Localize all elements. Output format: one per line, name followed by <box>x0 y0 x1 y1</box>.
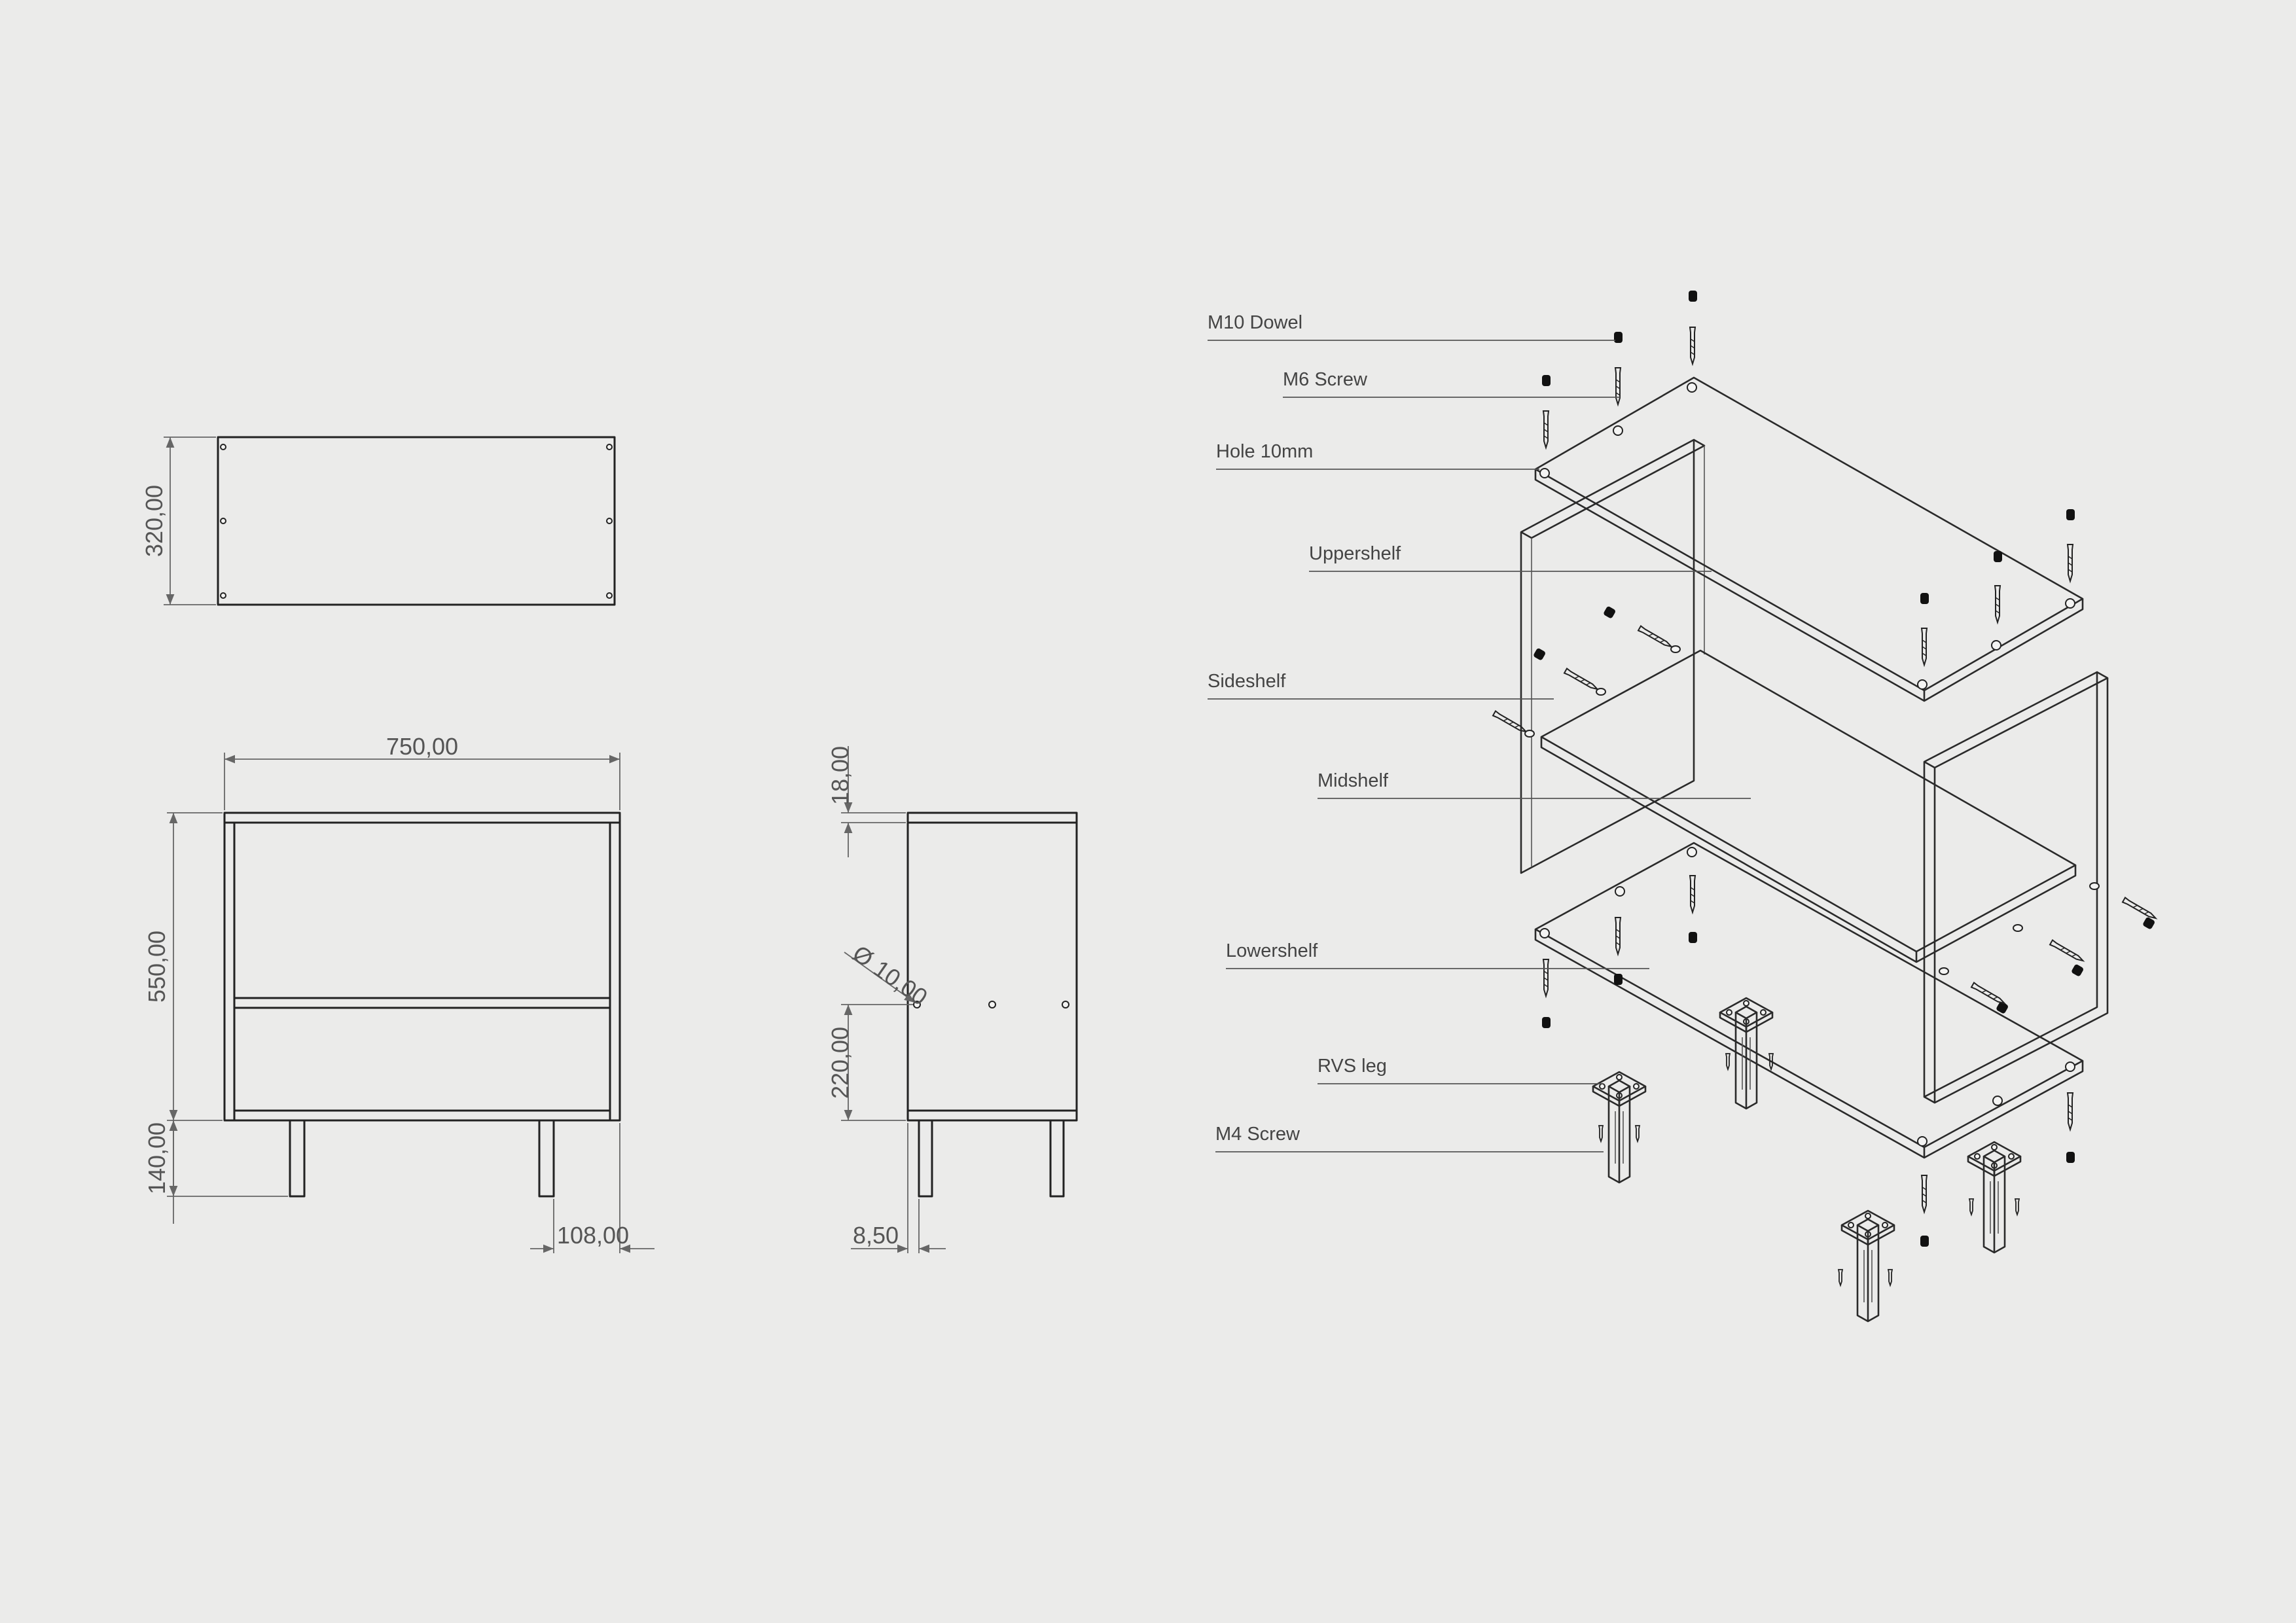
diameter-symbol: Ø <box>848 940 878 972</box>
width-label: 750,00 <box>386 733 458 760</box>
label-m10-dowel: M10 Dowel <box>1208 312 1302 333</box>
label-hole: Hole 10mm <box>1216 441 1313 462</box>
lowershelf-panel <box>1534 842 2084 1159</box>
exploded-view: M10 Dowel M6 Screw Hole 10mm Uppershelf … <box>1208 291 2158 1323</box>
part-labels: M10 Dowel M6 Screw Hole 10mm Uppershelf … <box>1208 312 1401 1145</box>
label-sideshelf: Sideshelf <box>1208 671 1286 692</box>
front-view: 750,00 550,00 140,00 108,00 <box>143 733 655 1253</box>
height-label: 550,00 <box>143 931 170 1003</box>
leg-offset-label: 108,00 <box>557 1222 629 1249</box>
sideshelf-right <box>1923 671 2109 1104</box>
dowels <box>1534 291 2155 1247</box>
side-holes <box>1524 645 2100 975</box>
m6-screws <box>1492 327 2158 1213</box>
m4-screws <box>1598 1053 2020 1286</box>
midshelf-panel <box>1540 649 2077 963</box>
label-m6-screw: M6 Screw <box>1283 369 1368 390</box>
side-offset-label: 8,50 <box>853 1222 899 1249</box>
label-midshelf: Midshelf <box>1318 770 1389 791</box>
top-view: 320,00 <box>141 436 616 606</box>
leader-lines <box>1208 340 1751 1152</box>
thickness-label: 18,00 <box>827 746 853 805</box>
leg-height-label: 140,00 <box>143 1122 170 1194</box>
sideshelf-left <box>1520 438 1706 874</box>
uppershelf-panel <box>1534 376 2084 702</box>
label-lowershelf: Lowershelf <box>1226 940 1318 961</box>
rvs-legs <box>1592 997 2022 1323</box>
label-m4-screw: M4 Screw <box>1215 1124 1300 1145</box>
label-uppershelf: Uppershelf <box>1309 543 1401 564</box>
hole-diameter-label: 10,00 <box>869 955 932 1010</box>
hole-height-label: 220,00 <box>827 1027 853 1099</box>
label-rvs-leg: RVS leg <box>1318 1056 1387 1077</box>
side-view: 18,00 Ø 10,00 220,00 8,50 <box>827 746 1078 1253</box>
depth-label: 320,00 <box>141 485 168 557</box>
